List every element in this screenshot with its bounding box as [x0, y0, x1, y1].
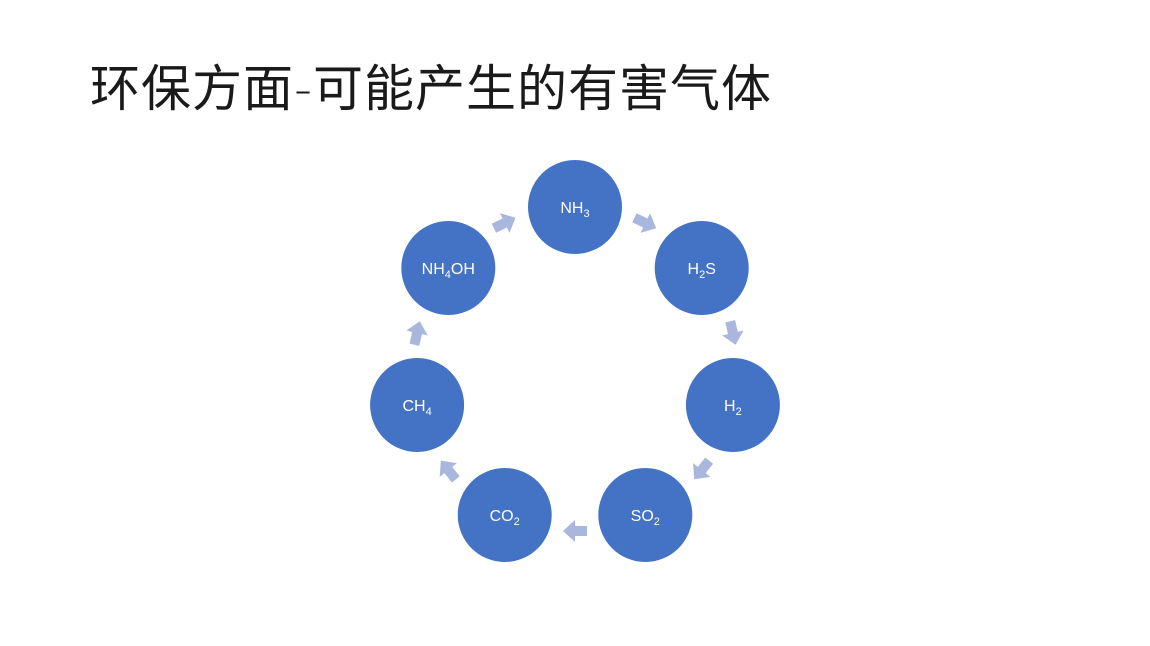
node-circle	[370, 358, 465, 452]
arrow-icon	[491, 213, 516, 233]
node-label: NH4OH	[422, 261, 475, 281]
node-label: H2S	[688, 261, 716, 281]
arrow-icon	[693, 457, 714, 480]
node-circle	[598, 468, 693, 562]
node-circle	[528, 160, 622, 254]
arrow-icon	[563, 520, 587, 542]
node-circle	[654, 221, 749, 315]
node-circle	[457, 468, 552, 562]
arrow-icon	[406, 321, 428, 346]
node-ch4: CH4	[370, 358, 465, 452]
node-so2: SO2	[598, 468, 693, 562]
node-label: SO2	[631, 508, 660, 528]
arrow-icon	[722, 320, 744, 345]
arrow-icon	[632, 213, 657, 233]
node-label: CO2	[490, 508, 520, 528]
node-nh4oh: NH4OH	[401, 221, 496, 315]
node-label: CH4	[402, 398, 431, 418]
node-label: H2	[724, 398, 742, 418]
node-label: NH3	[560, 200, 589, 220]
node-h2: H2	[685, 358, 780, 452]
node-nh3: NH3	[528, 160, 622, 254]
arrow-icon	[439, 460, 460, 483]
slide-title: 环保方面-可能产生的有害气体	[90, 60, 773, 118]
node-circle	[685, 358, 780, 452]
node-co2: CO2	[457, 468, 552, 562]
node-h2s: H2S	[654, 221, 749, 315]
node-circle	[401, 221, 496, 315]
